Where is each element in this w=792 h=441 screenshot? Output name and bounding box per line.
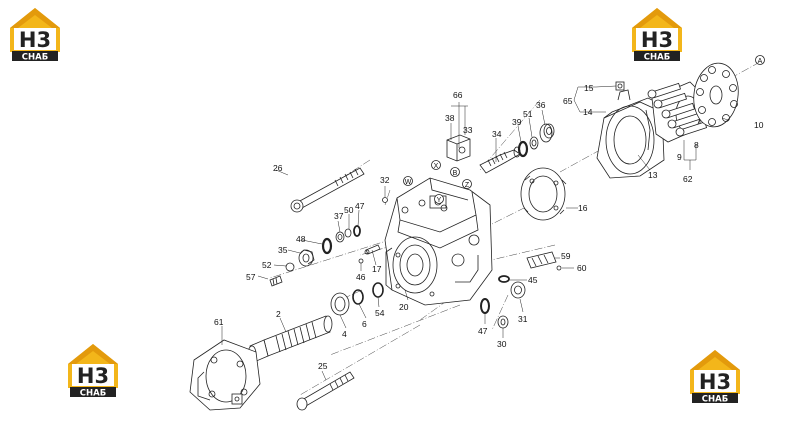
- callout-30: 30: [497, 339, 507, 349]
- part-callouts: 10 8 9 62 13 15 65 14 36 51 39 34 66 33 …: [214, 83, 764, 371]
- callout-61: 61: [214, 317, 224, 327]
- callout-39: 39: [512, 117, 522, 127]
- callout-33: 33: [463, 125, 473, 135]
- logo-sub: СНАБ: [80, 389, 106, 399]
- callout-8: 8: [694, 140, 699, 150]
- port-x: X: [434, 163, 439, 170]
- pin-17: [364, 244, 381, 255]
- brand-logo-icon: H3 СНАБ: [10, 8, 60, 63]
- callout-54: 54: [375, 308, 385, 318]
- o-ring-45: [498, 275, 510, 283]
- logo-sub: СНАБ: [22, 53, 48, 63]
- brand-logo: H3 СНАБ: [630, 6, 684, 62]
- callout-46: 46: [356, 272, 366, 282]
- pump-housing: [384, 177, 493, 306]
- cap-36: [539, 123, 555, 143]
- callout-50: 50: [344, 205, 354, 215]
- port-w: W: [405, 179, 412, 186]
- logo-mark: H3: [77, 364, 109, 388]
- brand-logo: H3 СНАБ: [8, 6, 62, 62]
- logo-mark: H3: [641, 28, 673, 52]
- plug-37: [335, 231, 345, 243]
- callout-14: 14: [583, 107, 593, 117]
- callout-37: 37: [334, 211, 344, 221]
- plug-31: [510, 281, 526, 299]
- logo-mark: H3: [19, 28, 51, 52]
- callout-65: 65: [563, 96, 573, 106]
- bolt-26: [290, 167, 365, 213]
- port-y: Y: [437, 197, 442, 204]
- plug-35: [298, 249, 315, 267]
- callout-10: 10: [754, 120, 764, 130]
- callout-31: 31: [518, 314, 528, 324]
- port-z: Z: [465, 182, 470, 189]
- callout-47-lower: 47: [478, 326, 488, 336]
- callout-34: 34: [492, 129, 502, 139]
- adjust-screw-34: [479, 146, 521, 174]
- o-ring-54: [372, 282, 384, 298]
- snap-ring-6: [352, 289, 364, 305]
- ball-46: [358, 258, 364, 264]
- port-markers: [403, 55, 765, 204]
- ring-gear-16: [520, 167, 567, 221]
- logo-sub: СНАБ: [644, 53, 670, 63]
- block-38: [446, 134, 471, 162]
- callout-25: 25: [318, 361, 328, 371]
- brand-logo: H3 СНАБ: [66, 342, 120, 398]
- callout-4: 4: [342, 329, 347, 339]
- o-ring-47: [353, 225, 361, 237]
- callout-57: 57: [246, 272, 256, 282]
- logo-sub: СНАБ: [702, 395, 728, 405]
- o-ring-39: [517, 140, 529, 158]
- callout-6: 6: [362, 319, 367, 329]
- callout-9: 9: [677, 152, 682, 162]
- callout-26: 26: [273, 163, 283, 173]
- callout-62: 62: [683, 174, 693, 184]
- callout-52: 52: [262, 260, 272, 270]
- callout-20: 20: [399, 302, 409, 312]
- callout-51: 51: [523, 109, 533, 119]
- brand-logo: H3 СНАБ: [688, 348, 742, 404]
- washer-50: [344, 228, 352, 238]
- callout-36: 36: [536, 100, 546, 110]
- valve-plate-10: [693, 62, 739, 128]
- filter-59: [526, 251, 557, 269]
- callout-48: 48: [296, 234, 306, 244]
- nut-52: [285, 262, 295, 272]
- callout-38: 38: [445, 113, 455, 123]
- port-a: A: [758, 58, 763, 65]
- callout-66: 66: [453, 90, 463, 100]
- callout-15: 15: [584, 83, 594, 93]
- o-ring-48: [321, 237, 333, 255]
- leader-lines: [221, 85, 729, 381]
- callout-35: 35: [278, 245, 288, 255]
- plug-32: [382, 197, 388, 203]
- brand-logo-icon: H3 СНАБ: [68, 344, 118, 399]
- callout-45-text: 45: [528, 275, 538, 285]
- screw-57: [269, 275, 283, 287]
- brand-logo-icon: H3 СНАБ: [690, 350, 740, 405]
- cylinder-block: [647, 81, 708, 143]
- oil-seal-4: [330, 292, 350, 316]
- port-b: B: [453, 170, 458, 177]
- callout-17: 17: [372, 264, 382, 274]
- callout-13: 13: [648, 170, 658, 180]
- drive-shaft-2: [247, 315, 333, 363]
- brand-logo-icon: H3 СНАБ: [632, 8, 682, 63]
- bolt-25: [296, 371, 355, 411]
- callout-59: 59: [561, 251, 571, 261]
- gear-pump-61: [189, 339, 261, 411]
- callout-60: 60: [577, 263, 587, 273]
- plug-30: [497, 315, 509, 329]
- callout-32: 32: [380, 175, 390, 185]
- port-letters: A B W X Y Z: [405, 58, 763, 204]
- nut-51: [529, 136, 539, 150]
- callout-16: 16: [578, 203, 588, 213]
- logo-mark: H3: [699, 370, 731, 394]
- callout-47: 47: [355, 201, 365, 211]
- o-ring-47b: [480, 298, 490, 314]
- screw-60: [556, 265, 562, 271]
- callout-2: 2: [276, 309, 281, 319]
